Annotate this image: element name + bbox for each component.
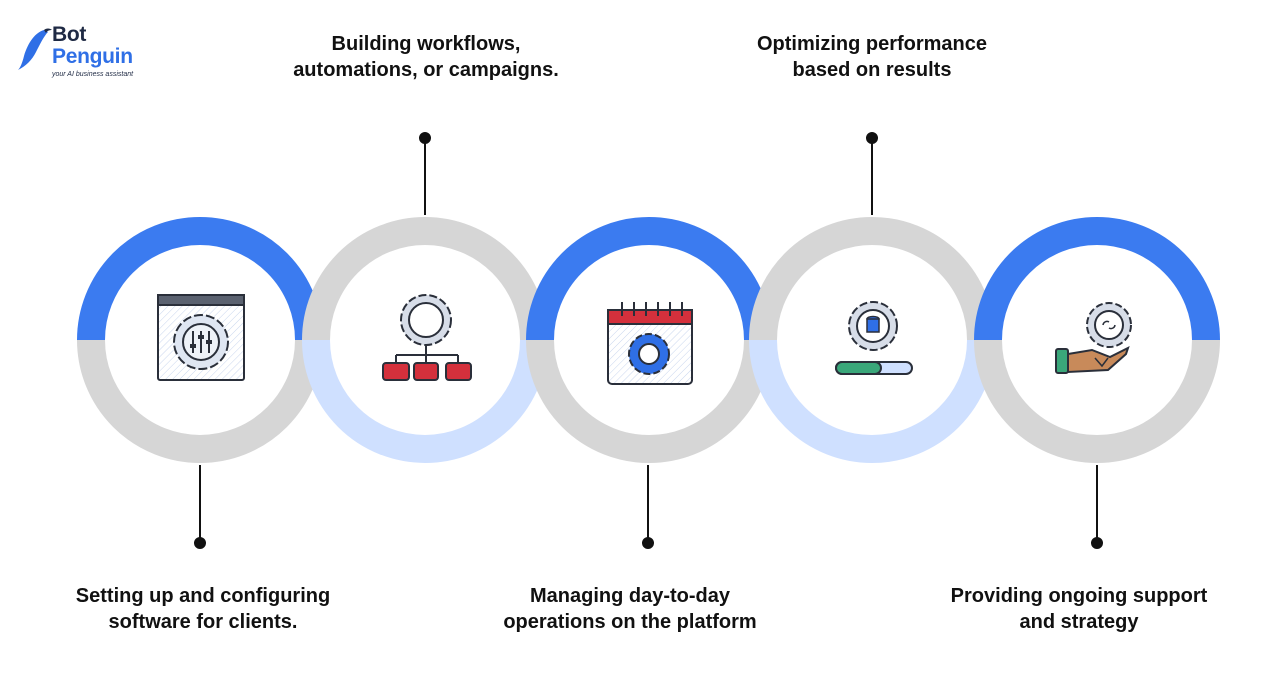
ring-1-bottom [77, 339, 323, 463]
workflow-hierarchy-icon [382, 294, 472, 381]
connector-2-dot [419, 132, 431, 144]
step-5-label: Providing ongoing support and strategy [919, 583, 1239, 635]
step-2-line-1: Building workflows, [331, 33, 521, 55]
ring-3-bottom [526, 339, 772, 463]
calendar-gear-icon [607, 302, 693, 385]
step-1-line-1: Setting up and configuring [75, 585, 331, 607]
connector-5-dot [1091, 537, 1103, 549]
step-2-label: Building workflows, automations, or camp… [266, 31, 586, 83]
step-2-line-2: automations, or campaigns. [293, 59, 559, 81]
ring-bottom-layer [77, 339, 1220, 463]
brand-logo: Bot Penguin your AI business assistant [18, 22, 148, 84]
database-gear-progress-icon [835, 301, 913, 375]
hand-gear-support-icon [1055, 302, 1132, 374]
connector-3-dot [642, 537, 654, 549]
step-5-line-1: Providing ongoing support [950, 585, 1208, 607]
logo-tagline: your AI business assistant [52, 71, 134, 78]
ring-top-layer [77, 217, 1220, 341]
logo-text-bot: Bot [52, 23, 87, 46]
ring-5-bottom [974, 339, 1220, 463]
ring-4-bottom [749, 339, 995, 463]
step-4-line-2: based on results [792, 59, 952, 81]
connector-4-dot [866, 132, 878, 144]
connectors [194, 132, 1103, 549]
ring-3-top [526, 217, 772, 341]
penguin-logo-icon [18, 28, 52, 70]
step-1-line-2: software for clients. [108, 611, 298, 633]
logo-text-penguin: Penguin [52, 45, 133, 68]
step-3-line-1: Managing day-to-day [529, 585, 730, 607]
ring-1-top [77, 217, 323, 341]
ring-5-top [974, 217, 1220, 341]
ring-2-bottom [302, 339, 548, 463]
ring-2-top [302, 217, 548, 341]
ring-4-top [749, 217, 995, 341]
connector-1-dot [194, 537, 206, 549]
gear-window-icon [157, 294, 245, 381]
step-4-line-1: Optimizing performance [756, 33, 988, 55]
step-3-line-2: operations on the platform [503, 611, 757, 633]
step-3-label: Managing day-to-day operations on the pl… [470, 583, 790, 635]
step-5-line-2: and strategy [1019, 611, 1139, 633]
step-1-label: Setting up and configuring software for … [43, 583, 363, 635]
step-4-label: Optimizing performance based on results [712, 31, 1032, 83]
